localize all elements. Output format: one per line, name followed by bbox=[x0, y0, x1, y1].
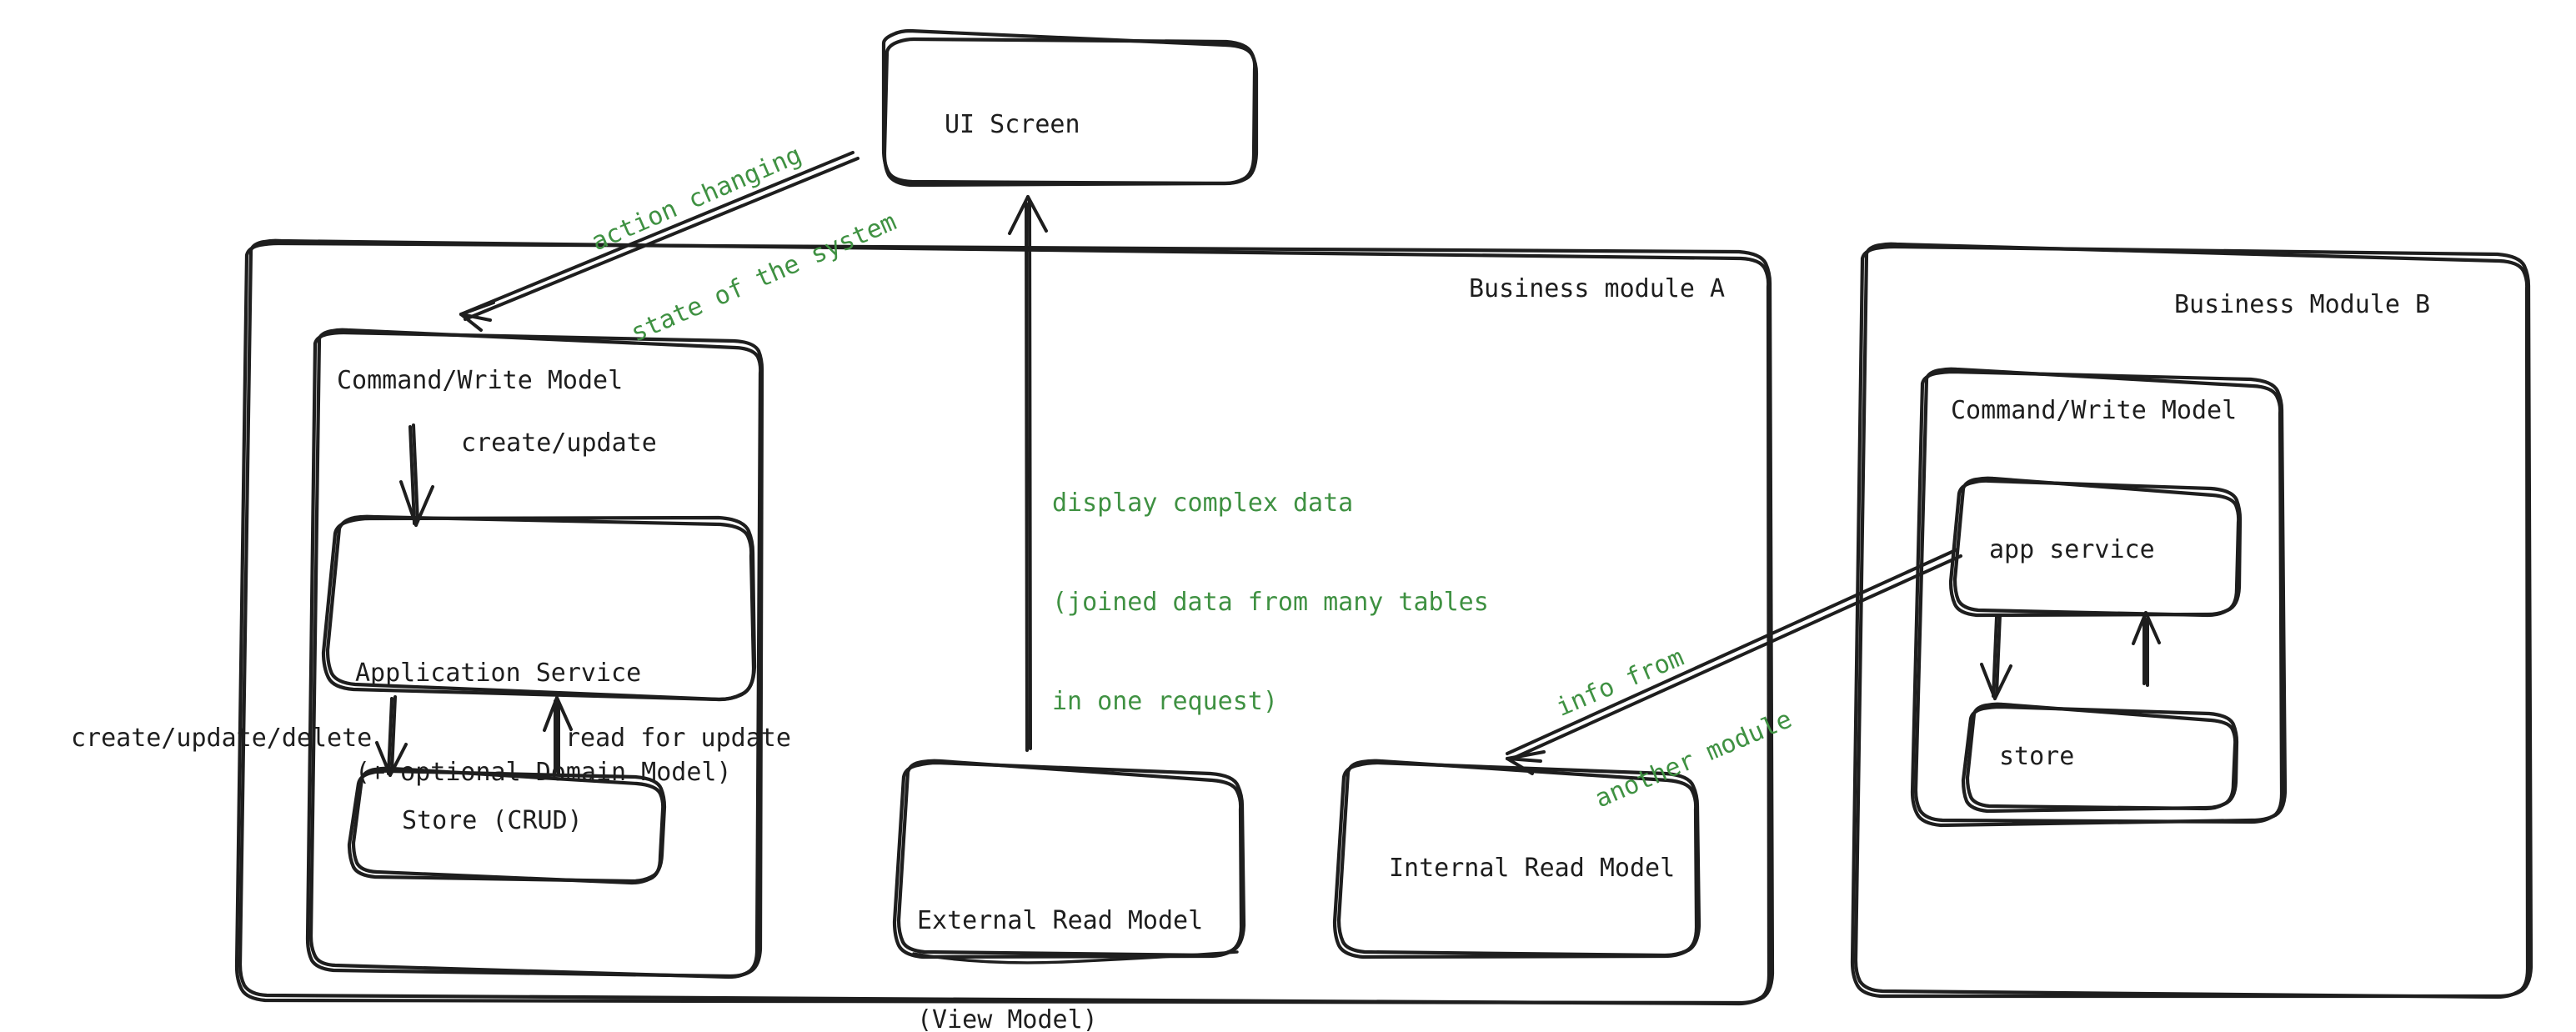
module-b-command-write-model-outline bbox=[1910, 367, 2288, 828]
arrow-module-b-app-service-to-store bbox=[1980, 614, 2012, 700]
annotation-display-complex-data-line1: display complex data bbox=[1052, 488, 1354, 519]
module-b-app-service-label: app service bbox=[1989, 535, 2155, 564]
module-a-application-service-label: Application Service (+ optional Domain M… bbox=[355, 591, 732, 855]
arrow-create-update bbox=[399, 423, 434, 527]
arrow-module-b-store-to-app-service bbox=[2132, 611, 2161, 687]
module-a-label: Business module A bbox=[1469, 274, 1726, 303]
module-a-command-write-model-label: Command/Write Model bbox=[337, 366, 624, 395]
annotation-display-complex-data-line2: (joined data from many tables bbox=[1052, 587, 1489, 617]
module-a-application-service-line1: Application Service bbox=[355, 659, 642, 689]
ui-screen-label: UI Screen bbox=[945, 110, 1080, 139]
module-b-outline bbox=[1850, 242, 2533, 999]
module-b-command-write-model-label: Command/Write Model bbox=[1951, 396, 2238, 425]
module-a-application-service-line2: (+ optional Domain Model) bbox=[355, 757, 732, 787]
label-create-update: create/update bbox=[461, 428, 657, 458]
label-read-for-update: read for update bbox=[565, 724, 791, 753]
arrow-external-read-model-to-ui-screen bbox=[1008, 195, 1048, 752]
annotation-info-from-another-module: info from another module bbox=[1526, 551, 1823, 876]
annotation-display-complex-data-line3: in one request) bbox=[1052, 686, 1278, 716]
module-b-label: Business Module B bbox=[2174, 290, 2431, 319]
module-a-store-label: Store (CRUD) bbox=[402, 806, 583, 835]
annotation-display-complex-data: display complex data (joined data from m… bbox=[1052, 421, 1489, 784]
annotation-action-changing-state: action changing state of the system bbox=[560, 54, 928, 410]
external-read-model-line2: (View Model) bbox=[917, 1004, 1098, 1032]
external-read-model-line1: External Read Model bbox=[917, 906, 1204, 936]
annotation-info-from-another-module-line2: another module bbox=[1591, 704, 1797, 814]
label-create-update-delete: create/update/delete bbox=[71, 724, 373, 753]
internal-read-model-label: Internal Read Model bbox=[1389, 854, 1676, 883]
module-b-store-label: store bbox=[1999, 742, 2075, 771]
external-read-model-label: External Read Model (View Model) bbox=[917, 839, 1203, 1032]
annotation-info-from-another-module-line1: info from bbox=[1551, 643, 1689, 723]
